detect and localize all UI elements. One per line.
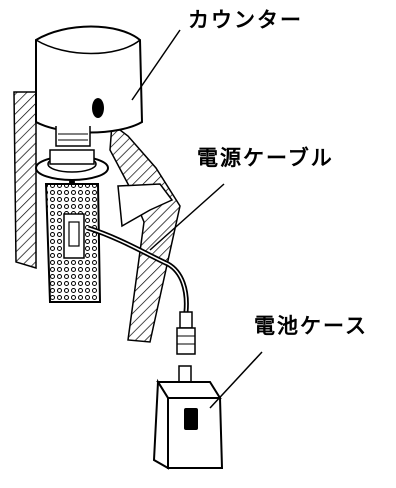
label-power-cable: 電源ケーブル — [197, 146, 334, 170]
label-counter: カウンター — [188, 8, 303, 32]
label-battery-case: 電池ケース — [254, 314, 368, 338]
faucet-body — [35, 25, 144, 147]
power-cable — [87, 225, 196, 355]
leader-line-battery — [209, 351, 263, 409]
sensor-window — [92, 98, 104, 118]
leader-line-counter — [131, 29, 181, 101]
leader-line-cable — [149, 183, 225, 251]
battery-case — [152, 365, 224, 470]
counter-section — [13, 91, 181, 343]
supply-hose — [44, 183, 102, 303]
mounting-nut — [35, 149, 109, 185]
